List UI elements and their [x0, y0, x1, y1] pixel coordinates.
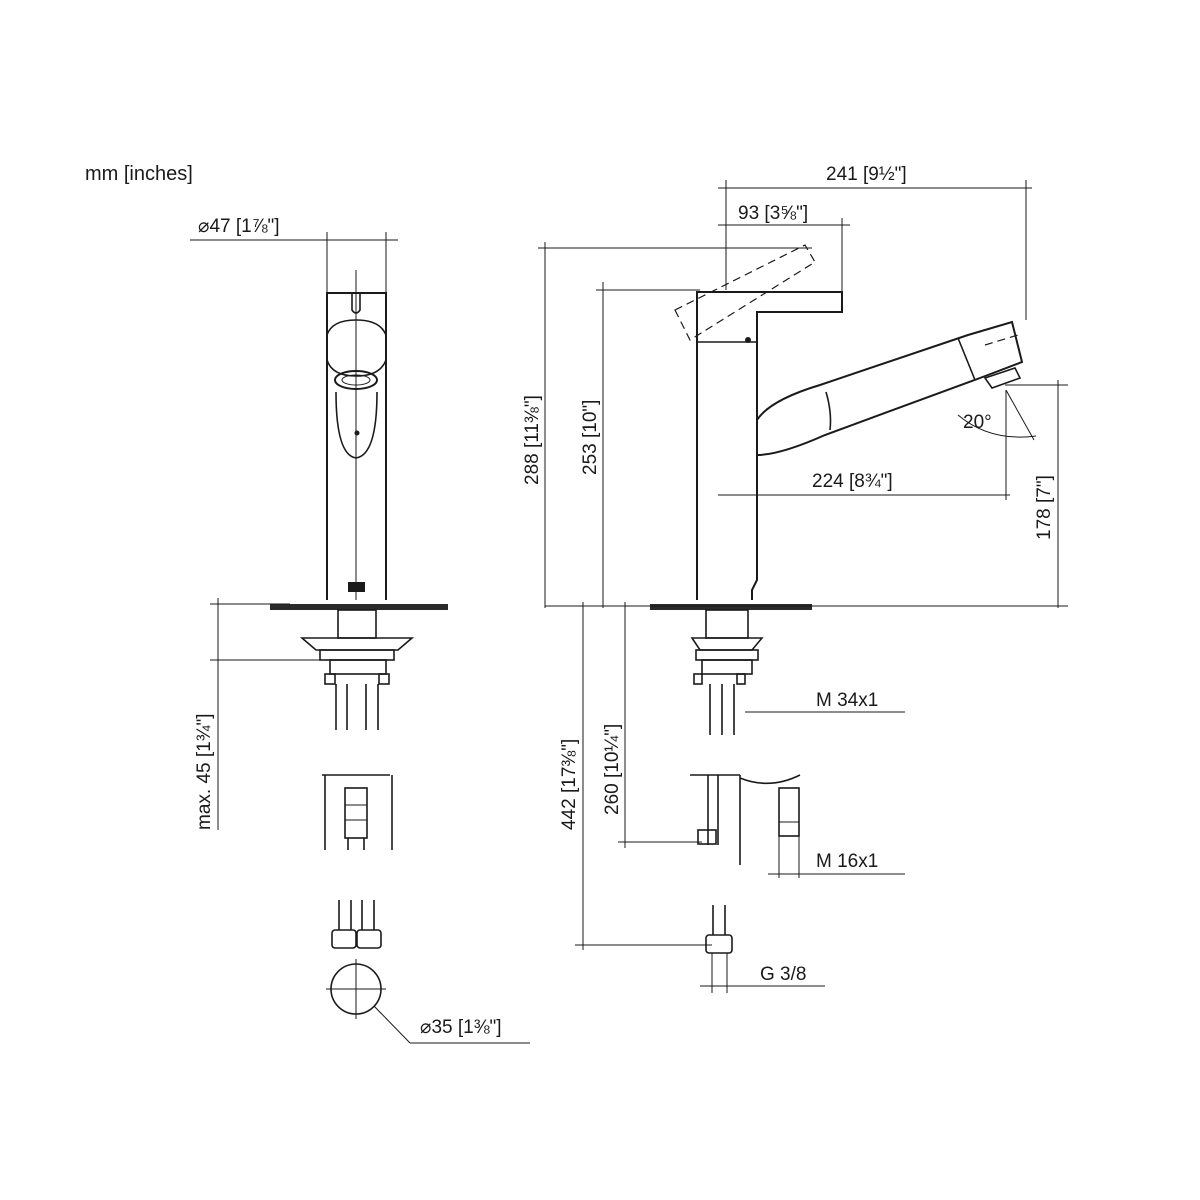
dim-93: 93 [3⅝"]	[718, 203, 850, 295]
dim-253-label: 253 [10"]	[580, 400, 601, 475]
front-underside-fittings: ⌀35 [1⅜"]	[299, 609, 530, 1044]
thread-m34-label: M 34x1	[816, 690, 878, 711]
front-deck-plate	[270, 604, 448, 610]
side-faucet-body	[674, 244, 1024, 600]
side-view: 241 [9½"] 93 [3⅝"] 288 [11⅜"]	[522, 164, 1068, 993]
dim-241-label: 241 [9½"]	[826, 164, 907, 185]
dim-diameter-top: ⌀47 [1⅞"]	[190, 216, 398, 295]
angle-20: 20°	[957, 389, 1037, 441]
front-diameter-bottom-label: ⌀35 [1⅜"]	[420, 1017, 502, 1038]
front-faucet-body	[326, 270, 387, 600]
dim-224-label: 224 [8¾"]	[812, 471, 893, 492]
front-diameter-top-label: ⌀47 [1⅞"]	[198, 216, 280, 237]
dim-288: 288 [11⅜"]	[522, 242, 812, 608]
dim-178: 178 [7"]	[545, 380, 1068, 608]
dim-253: 253 [10"]	[580, 282, 700, 608]
dim-288-label: 288 [11⅜"]	[522, 395, 543, 485]
dim-224: 224 [8¾"]	[718, 471, 1010, 496]
dim-260-label: 260 [10¼"]	[602, 724, 623, 815]
dim-442-label: 442 [17⅜"]	[559, 739, 580, 830]
dim-241: 241 [9½"]	[718, 164, 1032, 320]
front-max-45-label: max. 45 [1¾"]	[194, 713, 215, 830]
dim-178-label: 178 [7"]	[1034, 475, 1055, 540]
units-label: mm [inches]	[85, 163, 193, 185]
side-underside-fittings: M 34x1 M 16x1 G 3/8	[690, 609, 905, 993]
dim-260: 260 [10¼"]	[602, 602, 702, 848]
angle-20-label: 20°	[963, 412, 992, 433]
dim-max-45: max. 45 [1¾"]	[194, 598, 325, 830]
front-view: ⌀47 [1⅞"]	[190, 216, 530, 1044]
thread-g38-label: G 3/8	[760, 964, 806, 985]
thread-m16-label: M 16x1	[816, 851, 878, 872]
dim-93-label: 93 [3⅝"]	[738, 203, 808, 224]
dim-442: 442 [17⅜"]	[559, 602, 712, 950]
side-deck-plate	[650, 604, 812, 610]
